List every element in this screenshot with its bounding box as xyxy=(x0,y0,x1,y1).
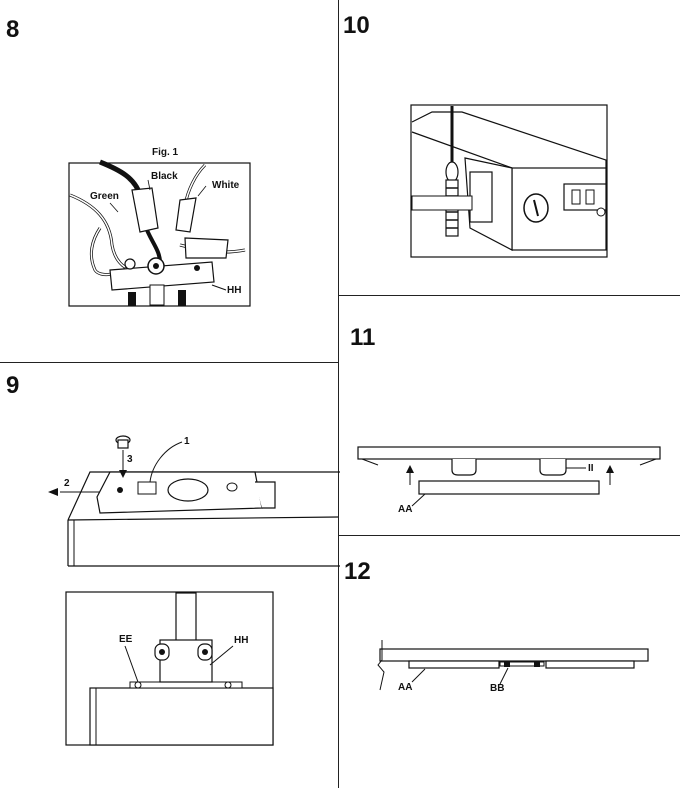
callout-3: 3 xyxy=(127,454,133,465)
label-bb: BB xyxy=(490,683,505,694)
divider-step8-9 xyxy=(0,362,338,363)
label-aa-step12: AA xyxy=(398,682,413,693)
divider-step10-11 xyxy=(338,295,680,296)
label-black-wire: Black xyxy=(151,171,178,182)
callout-2: 2 xyxy=(64,478,70,489)
vertical-divider xyxy=(338,0,339,788)
label-ii: II xyxy=(588,463,594,474)
label-white-wire: White xyxy=(212,180,240,191)
step-number-11: 11 xyxy=(350,324,376,351)
step-number-10: 10 xyxy=(343,12,370,39)
callout-1: 1 xyxy=(184,436,190,447)
fig-caption: Fig. 1 xyxy=(152,147,179,158)
label-hh-step8: HH xyxy=(227,285,242,296)
step-number-12: 12 xyxy=(344,558,371,585)
label-aa-step11: AA xyxy=(398,504,413,515)
step-number-8: 8 xyxy=(6,16,20,43)
step-number-9: 9 xyxy=(6,372,20,399)
label-green-wire: Green xyxy=(90,191,119,202)
label-hh-step9: HH xyxy=(234,635,249,646)
divider-step11-12 xyxy=(338,535,680,536)
label-ee: EE xyxy=(119,634,133,645)
